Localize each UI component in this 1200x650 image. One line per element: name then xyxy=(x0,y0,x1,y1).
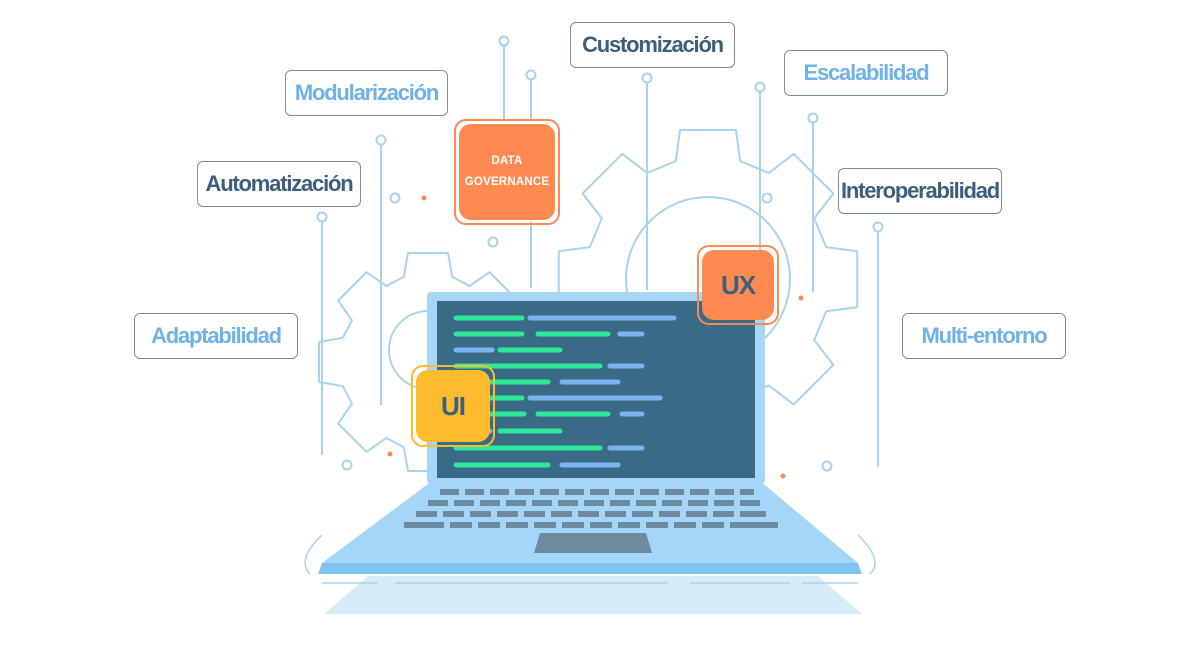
label-escalabilidad: Escalabilidad xyxy=(784,50,948,96)
laptop-illustration xyxy=(304,292,876,614)
laptop-trackpad xyxy=(534,533,652,553)
data-governance-line1: DATA xyxy=(491,155,523,167)
accent-dots xyxy=(387,195,804,479)
ui-badge: UI xyxy=(411,365,495,447)
ui-badge-label: UI xyxy=(441,390,466,421)
label-interoperabilidad: Interoperabilidad xyxy=(838,168,1002,214)
label-customizacion: Customización xyxy=(570,22,735,68)
label-multi-entorno: Multi-entorno xyxy=(902,313,1066,359)
label-adaptabilidad: Adaptabilidad xyxy=(134,313,298,359)
data-governance-badge: DATA GOVERNANCE xyxy=(454,119,560,225)
label-automatizacion: Automatización xyxy=(197,161,361,207)
ux-badge-label: UX xyxy=(720,269,756,300)
data-governance-line2: GOVERNANCE xyxy=(464,176,550,188)
label-modularizacion: Modularización xyxy=(285,70,448,116)
laptop-shadow xyxy=(324,576,862,614)
keyboard-keys xyxy=(404,489,778,553)
code-lines xyxy=(453,315,677,468)
data-governance-text: DATA GOVERNANCE xyxy=(465,151,549,193)
ux-badge: UX xyxy=(697,245,779,325)
laptop-front-edge xyxy=(318,563,862,574)
